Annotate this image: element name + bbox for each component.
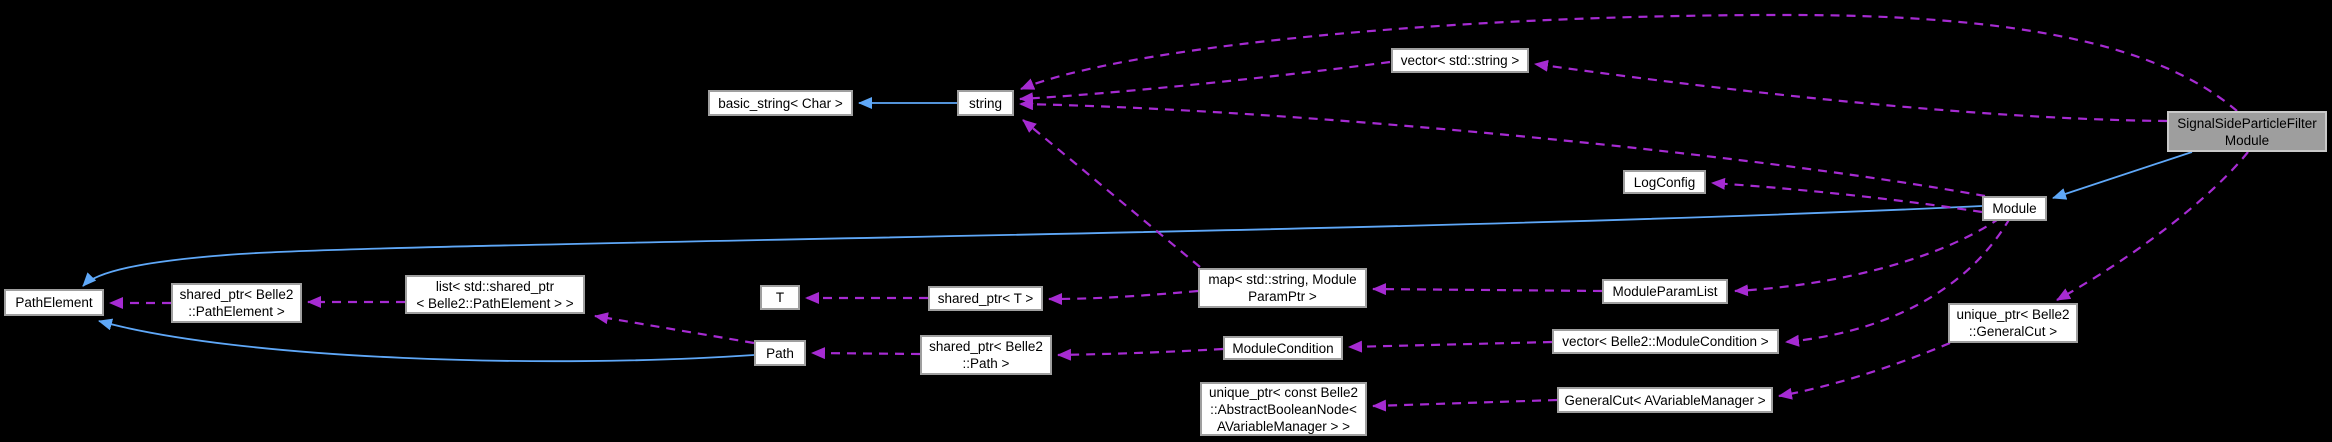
- node-unique-ptr-generalcut[interactable]: unique_ptr< Belle2 ::GeneralCut >: [1948, 303, 2078, 343]
- node-label: Path: [766, 345, 794, 361]
- node-shared-ptr-pathelement[interactable]: shared_ptr< Belle2 ::PathElement >: [171, 283, 302, 323]
- node-label: unique_ptr< Belle2 ::GeneralCut >: [1956, 307, 2070, 339]
- edge-gc_avm-up_abn: [1372, 398, 1558, 412]
- node-module[interactable]: Module: [1982, 196, 2047, 221]
- edge-module-mpl: [1734, 217, 2001, 297]
- edge-sspf-vector_string: [1534, 59, 2168, 123]
- node-label: shared_ptr< Belle2 ::PathElement >: [179, 287, 294, 319]
- edge-module-vector_mc: [1785, 217, 2011, 347]
- node-label: basic_string< Char >: [718, 95, 843, 111]
- node-unique-ptr-abstractbooleannode[interactable]: unique_ptr< const Belle2 ::AbstractBoole…: [1200, 382, 1367, 436]
- node-label: map< std::string, Module ParamPtr >: [1208, 272, 1357, 304]
- edge-sspf-up_gc: [2056, 151, 2249, 301]
- node-label: ModuleCondition: [1232, 340, 1334, 356]
- node-t[interactable]: T: [760, 285, 800, 310]
- node-generalcut-avariablemanager[interactable]: GeneralCut< AVariableManager >: [1557, 387, 1773, 413]
- node-label: SignalSideParticleFilter Module: [2177, 115, 2317, 148]
- node-label: LogConfig: [1633, 174, 1696, 190]
- node-label: list< std::shared_ptr < Belle2::PathElem…: [416, 278, 574, 311]
- edge-up_gc-gc_avm: [1778, 341, 1951, 400]
- node-label: T: [775, 290, 785, 305]
- node-pathelement[interactable]: PathElement: [4, 289, 104, 316]
- node-label: GeneralCut< AVariableManager >: [1564, 392, 1766, 408]
- edge-module-pathelement: [82, 205, 1983, 287]
- node-vector-modulecondition[interactable]: vector< Belle2::ModuleCondition >: [1552, 329, 1779, 354]
- node-basic-string-char[interactable]: basic_string< Char >: [708, 90, 853, 116]
- node-signal-side-particle-filter-module: SignalSideParticleFilter Module: [2167, 111, 2327, 152]
- node-map-string-moduleparamptr[interactable]: map< std::string, Module ParamPtr >: [1198, 268, 1367, 308]
- node-label: ModuleParamList: [1612, 284, 1718, 299]
- node-label: shared_ptr< Belle2 ::Path >: [929, 339, 1043, 371]
- edge-path-list_sp: [594, 312, 755, 345]
- node-shared-ptr-t[interactable]: shared_ptr< T >: [928, 286, 1043, 311]
- node-vector-std-string[interactable]: vector< std::string >: [1391, 48, 1529, 73]
- node-label: vector< Belle2::ModuleCondition >: [1562, 334, 1769, 349]
- edge-sp_path-path: [811, 347, 921, 360]
- node-logconfig[interactable]: LogConfig: [1623, 170, 1706, 194]
- node-label: string: [968, 95, 1002, 111]
- edge-sspf-string-top: [1020, 13, 2238, 112]
- node-label: PathElement: [15, 295, 93, 310]
- node-shared-ptr-path[interactable]: shared_ptr< Belle2 ::Path >: [920, 335, 1052, 375]
- node-string[interactable]: string: [957, 90, 1014, 116]
- edge-vector_string-string: [1019, 60, 1391, 105]
- edge-path-pathelement: [98, 318, 755, 363]
- node-modulecondition[interactable]: ModuleCondition: [1223, 336, 1343, 360]
- node-label: shared_ptr< T >: [937, 291, 1034, 306]
- node-label: unique_ptr< const Belle2 ::AbstractBoole…: [1209, 384, 1358, 434]
- node-moduleparamlist[interactable]: ModuleParamList: [1602, 279, 1728, 304]
- edge-vector_mc-mc: [1348, 340, 1553, 353]
- node-label: Module: [1992, 201, 2037, 216]
- edge-mpl-map: [1372, 283, 1603, 296]
- node-label: vector< std::string >: [1400, 53, 1520, 68]
- edge-module-logconfig: [1711, 177, 1983, 214]
- node-list-shared-ptr-pathelement[interactable]: list< std::shared_ptr < Belle2::PathElem…: [405, 275, 585, 314]
- edge-map-sp_t: [1048, 289, 1199, 305]
- edge-sspf-module: [2052, 151, 2193, 200]
- node-path[interactable]: Path: [754, 340, 806, 366]
- edge-map-string: [1022, 119, 1201, 268]
- edge-mc-sp_path: [1057, 347, 1224, 361]
- edge-module-string: [1019, 98, 1986, 198]
